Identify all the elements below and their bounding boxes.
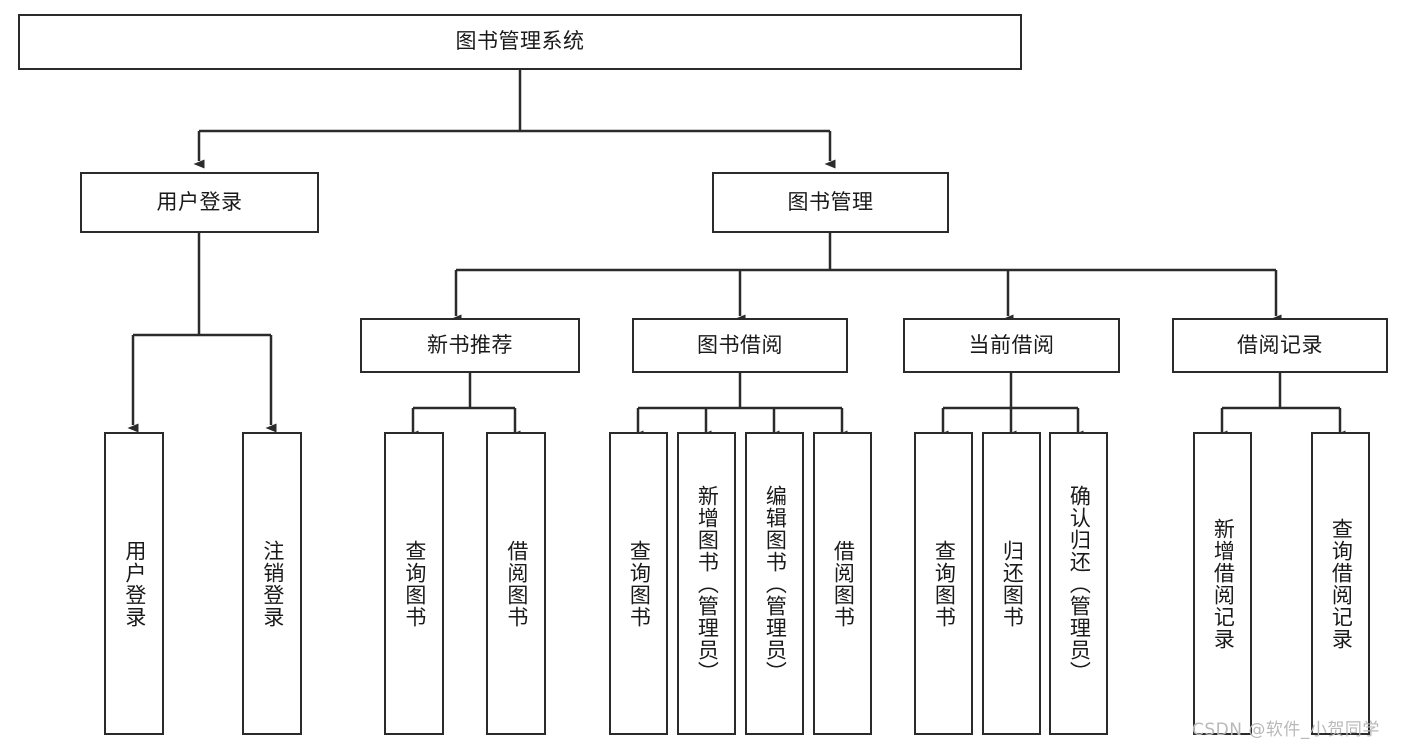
csdn-watermark: CSDN @软件_小贺同学 [1192, 720, 1380, 740]
leaf-add-book-admin[interactable]: 新增图书（管理员） [677, 432, 736, 735]
node-label: 确认归还（管理员） [1067, 484, 1092, 683]
node-label: 编辑图书（管理员） [763, 484, 788, 683]
node-label: 新书推荐 [427, 332, 513, 357]
leaf-query-book-current[interactable]: 查询图书 [914, 432, 973, 735]
node-label: 新增借阅记录 [1211, 517, 1236, 650]
node-label: 查询图书 [932, 539, 957, 628]
node-label: 当前借阅 [968, 332, 1055, 357]
node-label: 图书管理 [787, 189, 874, 214]
node-book-management[interactable]: 图书管理 [712, 172, 949, 233]
node-label: 借阅图书 [831, 539, 856, 628]
node-label: 注销登录 [260, 539, 285, 628]
node-current-borrow[interactable]: 当前借阅 [903, 318, 1120, 373]
node-label: 用户登录 [122, 539, 147, 628]
node-label: 归还图书 [1000, 539, 1025, 628]
node-new-book-recommend[interactable]: 新书推荐 [360, 318, 580, 373]
leaf-query-book-recommend[interactable]: 查询图书 [384, 432, 444, 735]
node-label: 查询图书 [402, 539, 427, 628]
leaf-query-borrow-record[interactable]: 查询借阅记录 [1311, 432, 1370, 735]
leaf-add-borrow-record[interactable]: 新增借阅记录 [1193, 432, 1252, 735]
node-label: 查询借阅记录 [1329, 517, 1354, 650]
node-user-login[interactable]: 用户登录 [80, 172, 319, 233]
node-label: 查询图书 [627, 539, 652, 628]
leaf-borrow-book[interactable]: 借阅图书 [813, 432, 872, 735]
leaf-logout-login[interactable]: 注销登录 [242, 432, 302, 735]
node-label: 新增图书（管理员） [695, 484, 720, 683]
node-borrow-record[interactable]: 借阅记录 [1172, 318, 1388, 373]
node-label: 用户登录 [156, 189, 243, 214]
node-root-system[interactable]: 图书管理系统 [18, 14, 1022, 70]
leaf-edit-book-admin[interactable]: 编辑图书（管理员） [745, 432, 804, 735]
leaf-confirm-return-admin[interactable]: 确认归还（管理员） [1049, 432, 1108, 735]
leaf-user-login[interactable]: 用户登录 [104, 432, 164, 735]
node-label: 借阅图书 [504, 539, 529, 628]
node-label: 图书管理系统 [455, 29, 585, 54]
node-label: 图书借阅 [697, 332, 783, 357]
leaf-borrow-book-recommend[interactable]: 借阅图书 [486, 432, 546, 735]
leaf-return-book[interactable]: 归还图书 [982, 432, 1041, 735]
node-label: 借阅记录 [1237, 332, 1323, 357]
leaf-query-book-borrow[interactable]: 查询图书 [609, 432, 668, 735]
node-book-borrow[interactable]: 图书借阅 [632, 318, 848, 373]
